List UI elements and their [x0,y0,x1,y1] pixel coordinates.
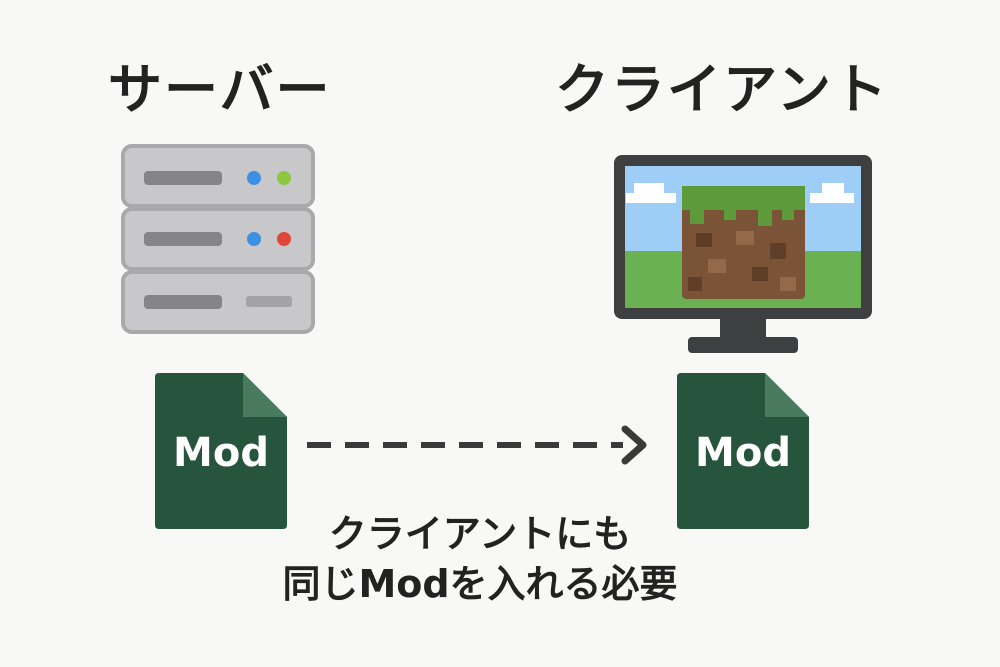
mod-file-icon [155,373,287,529]
client-mod-label: Mod [695,430,791,476]
client-mod-file: Mod [677,373,809,529]
server-title: サーバー [108,58,332,121]
dashed-arrow-icon [307,425,647,465]
client-title: クライアント [555,58,889,121]
server-icon [121,144,315,334]
server-mod-file: Mod [155,373,287,529]
caption-line-2: 同じModを入れる必要 [282,562,678,606]
mod-file-icon [677,373,809,529]
server-mod-label: Mod [173,430,269,476]
caption-line-1: クライアントにも [328,512,632,556]
monitor-icon [614,155,872,353]
grass-block-icon [682,186,805,299]
